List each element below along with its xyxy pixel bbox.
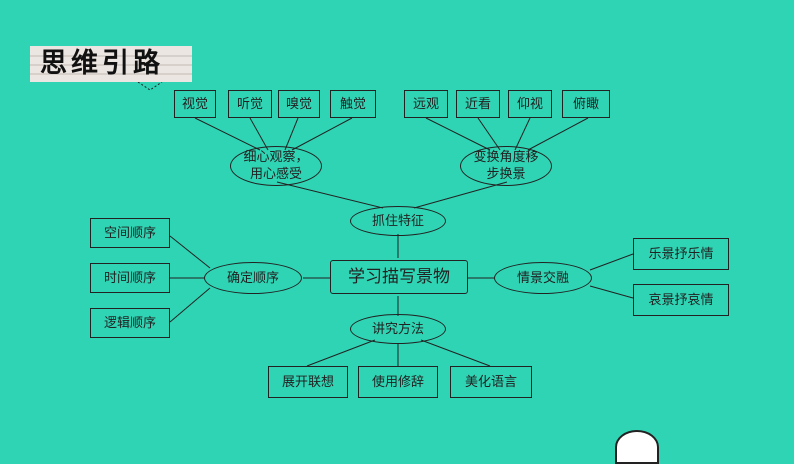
decoration-shape [615, 430, 659, 464]
emotion-node: 乐景抒乐情 [633, 238, 729, 270]
page-title: 思维引路 [40, 48, 164, 79]
senses-hub: 细心观察，用心感受 [230, 146, 322, 186]
order-node: 时间顺序 [90, 263, 170, 293]
angle-node: 远观 [404, 90, 448, 118]
sense-node: 触觉 [330, 90, 376, 118]
method-node: 美化语言 [450, 366, 532, 398]
sense-node: 听觉 [228, 90, 272, 118]
method-hub: 讲究方法 [350, 314, 446, 344]
feature-hub: 抓住特征 [350, 206, 446, 236]
angle-node: 仰视 [508, 90, 552, 118]
connector-lines [137, 81, 634, 367]
center-topic: 学习描写景物 [330, 260, 468, 294]
order-hub: 确定顺序 [204, 262, 302, 294]
title-banner [30, 46, 192, 82]
angles-hub: 变换角度移步换景 [460, 146, 552, 186]
method-node: 使用修辞 [358, 366, 438, 398]
method-node: 展开联想 [268, 366, 348, 398]
angle-node: 近看 [456, 90, 500, 118]
order-node: 空间顺序 [90, 218, 170, 248]
emotion-hub: 情景交融 [494, 262, 592, 294]
sense-node: 嗅觉 [278, 90, 320, 118]
order-node: 逻辑顺序 [90, 308, 170, 338]
sense-node: 视觉 [174, 90, 216, 118]
emotion-node: 哀景抒哀情 [633, 284, 729, 316]
angle-node: 俯瞰 [562, 90, 610, 118]
